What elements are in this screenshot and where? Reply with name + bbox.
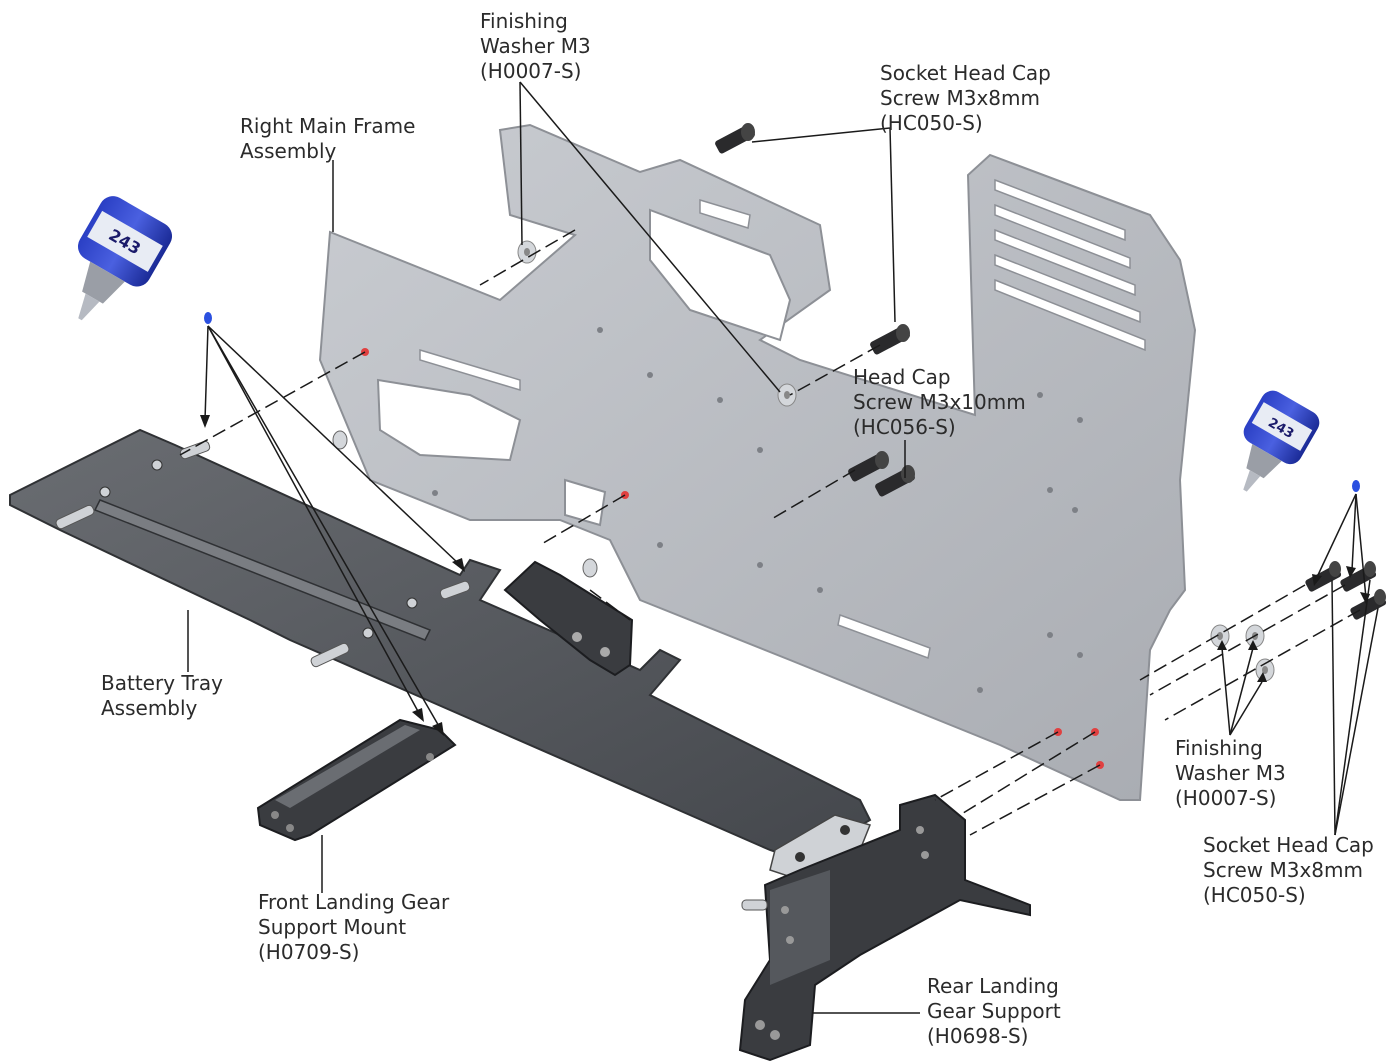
label-front-landing-gear: Front Landing Gear Support Mount (H0709-…	[258, 890, 449, 965]
label-line: (H0007-S)	[480, 59, 582, 83]
screws-right	[1305, 561, 1387, 620]
label-line: (H0007-S)	[1175, 786, 1277, 810]
label-line: Screw M3x10mm	[853, 390, 1026, 414]
screw-head-cap-upper	[870, 324, 910, 355]
threadlocker-bottle-left-icon: 243	[77, 196, 212, 324]
label-line: Screw M3x8mm	[1203, 858, 1363, 882]
rear-landing-gear-support	[738, 793, 1031, 1062]
label-line: (HC050-S)	[1203, 883, 1306, 907]
arrow-heads	[200, 415, 1370, 736]
label-line: Finishing	[1175, 736, 1263, 760]
threadlocker-bottle-right-icon: 243	[1243, 390, 1360, 492]
screw-top	[715, 123, 755, 154]
leader-lines	[187, 81, 1379, 1014]
assembly-dashed-lines	[179, 229, 1361, 836]
label-line: Battery Tray	[101, 671, 223, 695]
label-rear-landing-gear: Rear Landing Gear Support (H0698-S)	[927, 974, 1061, 1049]
label-line: Finishing	[480, 9, 568, 33]
front-landing-gear-support-mount	[256, 718, 457, 842]
label-line: Assembly	[101, 696, 198, 720]
label-line: Washer M3	[480, 34, 591, 58]
screw-head-cap-lower-1	[848, 451, 889, 482]
label-battery-tray: Battery Tray Assembly	[101, 671, 223, 721]
battery-tray-plate	[9, 428, 872, 881]
label-line: Gear Support	[927, 999, 1061, 1023]
right-main-frame-plate	[318, 123, 1197, 801]
label-line: Right Main Frame	[240, 114, 416, 138]
label-line: Washer M3	[1175, 761, 1286, 785]
label-socket-head-cap-right: Socket Head Cap Screw M3x8mm (HC050-S)	[1203, 833, 1374, 908]
label-line: Socket Head Cap	[1203, 833, 1374, 857]
label-line: (HC050-S)	[880, 111, 983, 135]
label-finishing-washer-right: Finishing Washer M3 (H0007-S)	[1175, 736, 1286, 811]
label-head-cap-screw: Head Cap Screw M3x10mm (HC056-S)	[853, 365, 1026, 440]
label-socket-head-cap-top: Socket Head Cap Screw M3x8mm (HC050-S)	[880, 61, 1051, 136]
label-line: Screw M3x8mm	[880, 86, 1040, 110]
label-right-main-frame: Right Main Frame Assembly	[240, 114, 415, 164]
label-line: (H0709-S)	[258, 940, 360, 964]
label-line: Front Landing Gear	[258, 890, 450, 914]
label-line: (H0698-S)	[927, 1024, 1029, 1048]
label-line: (HC056-S)	[853, 415, 956, 439]
label-line: Support Mount	[258, 915, 407, 939]
label-line: Rear Landing	[927, 974, 1059, 998]
label-line: Head Cap	[853, 365, 951, 389]
frame-bracket	[503, 560, 634, 677]
label-line: Socket Head Cap	[880, 61, 1051, 85]
label-finishing-washer-top: Finishing Washer M3 (H0007-S)	[480, 9, 591, 84]
label-line: Assembly	[240, 139, 337, 163]
